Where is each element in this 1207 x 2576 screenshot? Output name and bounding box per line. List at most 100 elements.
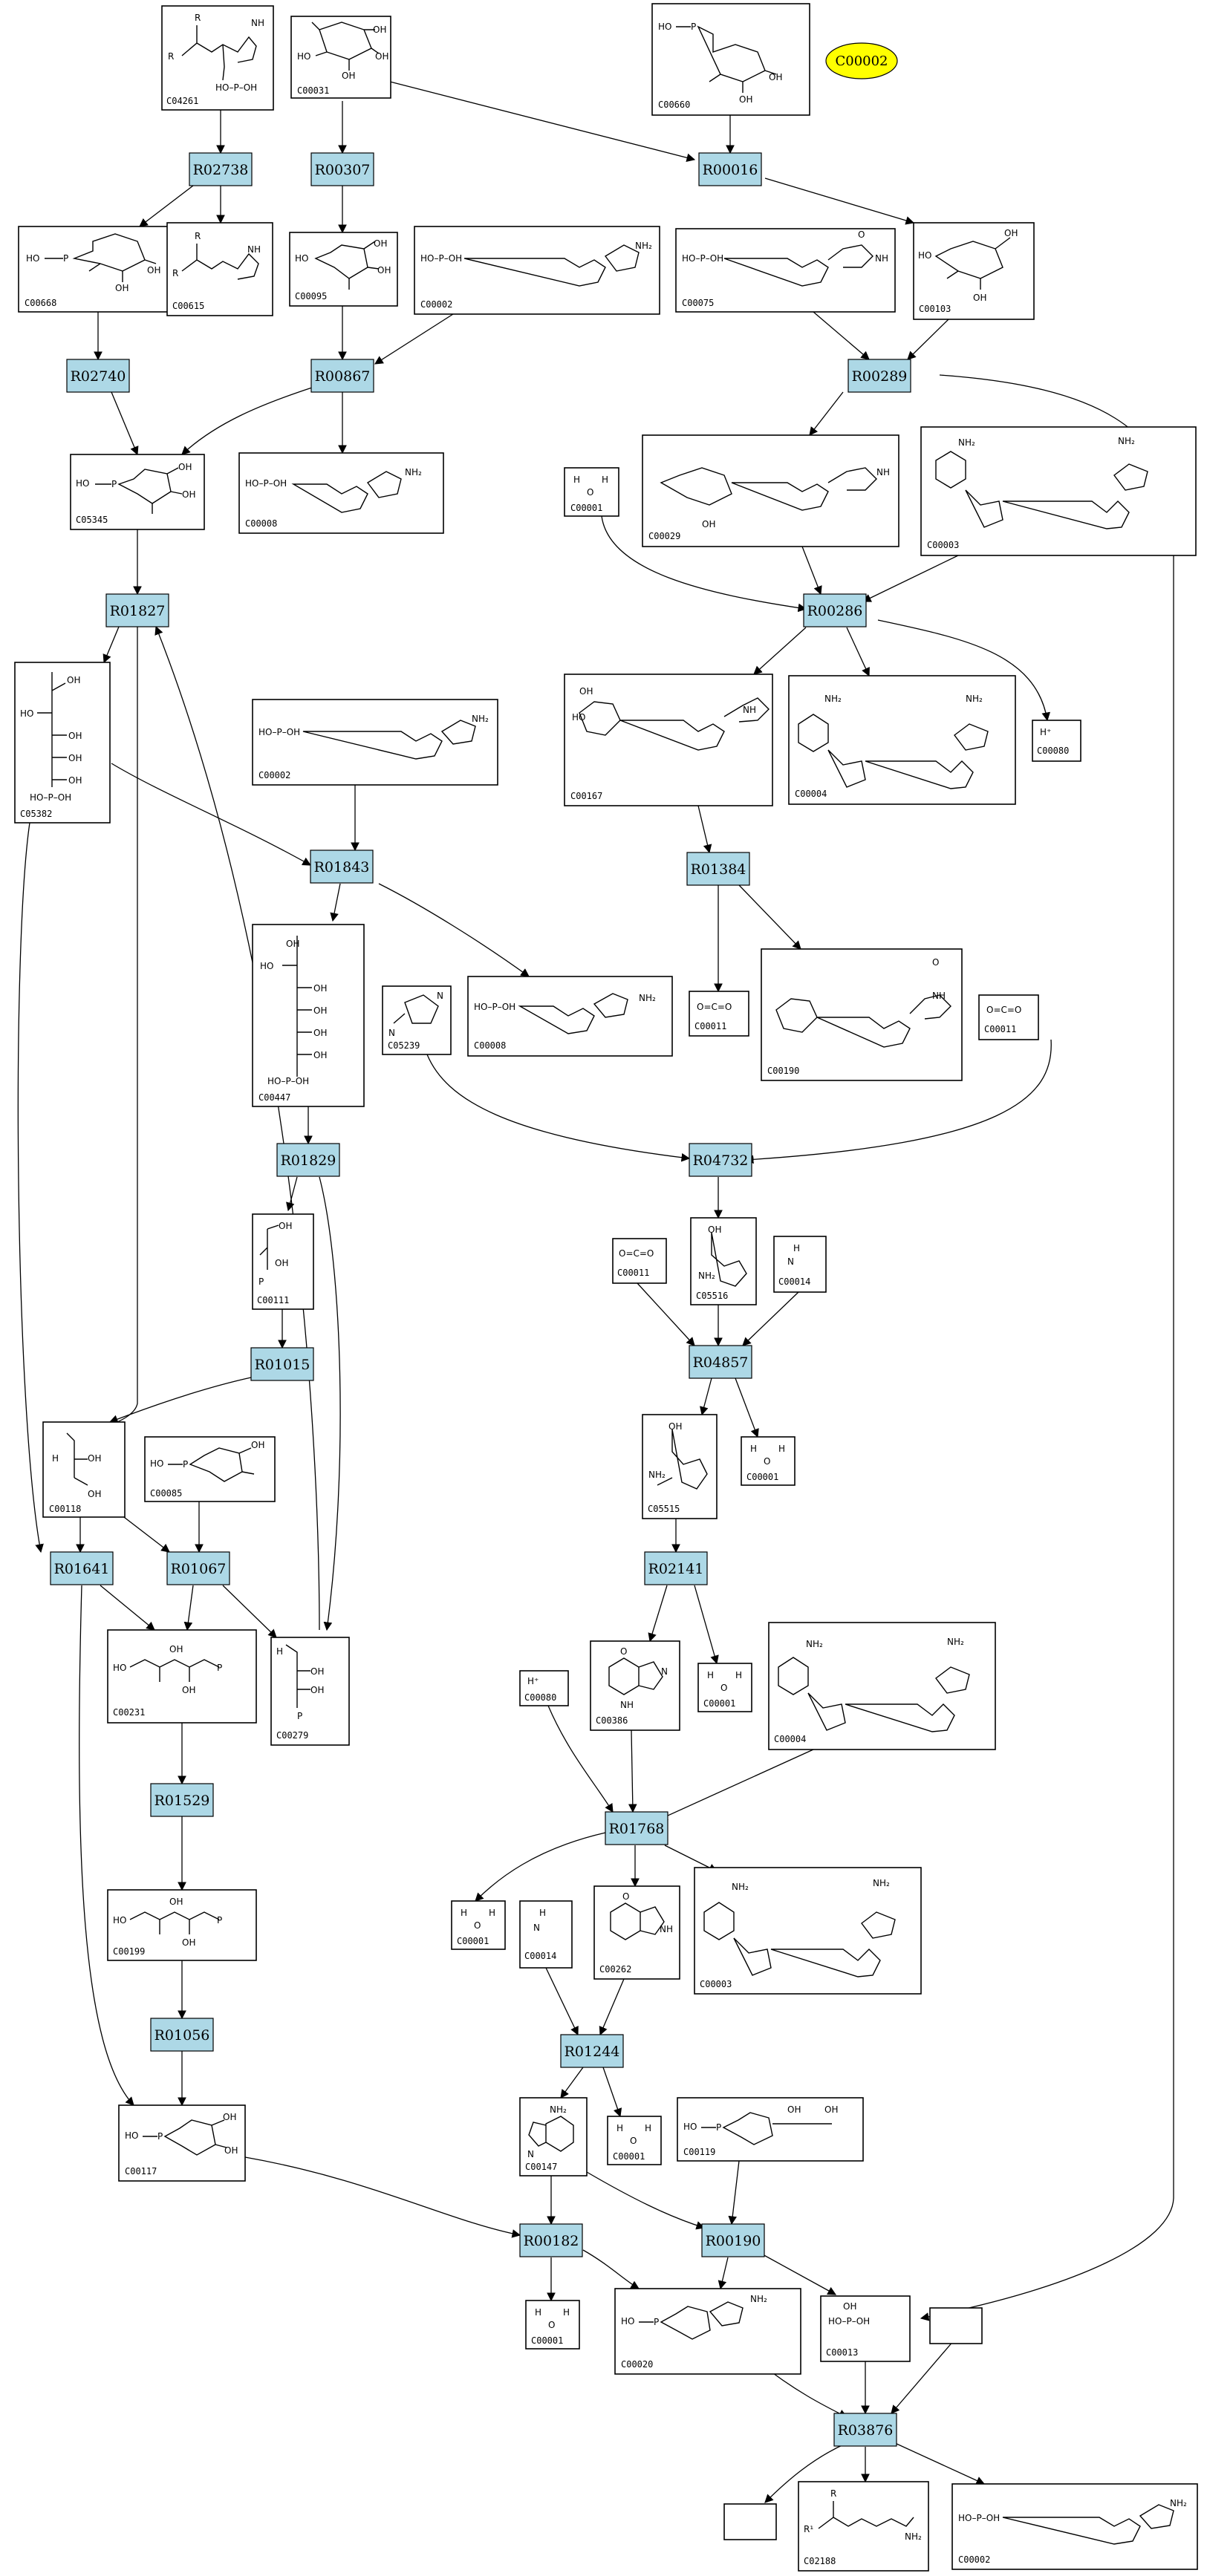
compound-c00001-b[interactable]: H O H C00001 — [741, 1436, 796, 1486]
compound-c00095[interactable]: HO OH OH C00095 — [289, 232, 398, 307]
compound-c00002-bottom[interactable]: HO–P–OH NH₂ C00002 — [951, 2483, 1198, 2570]
compound-c00075[interactable]: HO–P–OH O NH C00075 — [675, 228, 896, 313]
compound-c00013[interactable]: HO–P–OH OH C00013 — [820, 2295, 911, 2362]
reaction-r00867[interactable]: R00867 — [310, 359, 374, 393]
compound-c00014[interactable]: H N C00014 — [773, 1236, 827, 1293]
chem-h: H — [750, 1444, 757, 1454]
reaction-r01244[interactable]: R01244 — [560, 2034, 624, 2068]
empty-compound-box-output[interactable] — [723, 2503, 777, 2540]
chem-oh: OH — [68, 753, 82, 763]
c00002-ellipse[interactable]: C00002 — [825, 42, 898, 79]
reaction-r01384[interactable]: R01384 — [686, 852, 750, 886]
compound-c00668[interactable]: HO P OH OH C00668 — [18, 226, 179, 313]
reaction-r00190[interactable]: R00190 — [701, 2223, 765, 2257]
compound-c04261[interactable]: R R NH HO–P–OH C04261 — [161, 5, 274, 111]
compound-c00008[interactable]: HO–P–OH NH₂ C00008 — [238, 452, 444, 534]
chem-ho: HO — [113, 1915, 126, 1926]
reaction-r01056[interactable]: R01056 — [150, 2018, 214, 2052]
compound-c00008-mid[interactable]: HO–P–OH NH₂ C00008 — [467, 976, 673, 1057]
compound-c00167[interactable]: OH NH HO C00167 — [564, 674, 773, 806]
reaction-r04857[interactable]: R04857 — [689, 1345, 752, 1379]
compound-c00190[interactable]: O NH C00190 — [761, 948, 963, 1081]
reaction-r01067[interactable]: R01067 — [166, 1551, 230, 1585]
chem-oh: OH — [739, 94, 752, 105]
compound-c00231[interactable]: HO OH OH P C00231 — [107, 1629, 257, 1724]
compound-c00660[interactable]: HO P OH OH C00660 — [651, 3, 810, 116]
compound-c00001-f[interactable]: H O H C00001 — [525, 2300, 580, 2350]
reaction-r00016[interactable]: R00016 — [698, 152, 762, 186]
chem-ho: HO — [125, 2130, 138, 2141]
compound-c00085[interactable]: HO P OH C00085 — [144, 1436, 276, 1502]
compound-c00080[interactable]: H⁺ C00080 — [1032, 720, 1081, 762]
chem-nh2: NH₂ — [1170, 2498, 1187, 2508]
compound-c00117[interactable]: HO P OH OH C00117 — [118, 2104, 246, 2182]
reaction-r00286[interactable]: R00286 — [803, 593, 867, 627]
compound-c00003[interactable]: NH₂ NH₂ C00003 — [920, 426, 1197, 556]
compound-c05516[interactable]: OH NH₂ C05516 — [690, 1217, 757, 1305]
compound-c00262[interactable]: O NH C00262 — [593, 1885, 680, 1980]
chem-nh2: NH₂ — [750, 2294, 767, 2304]
compound-c00011[interactable]: O=C=O C00011 — [689, 991, 749, 1037]
compound-c00080-lower[interactable]: H⁺ C00080 — [519, 1670, 569, 1706]
compound-c00014-lower[interactable]: H N C00014 — [519, 1900, 573, 1969]
compound-label: C00003 — [927, 540, 959, 550]
compound-c00011-right[interactable]: O=C=O C00011 — [978, 994, 1039, 1040]
reaction-r00289[interactable]: R00289 — [847, 359, 911, 393]
compound-c00002-mid[interactable]: HO–P–OH NH₂ C00002 — [252, 699, 498, 786]
reaction-r01827[interactable]: R01827 — [105, 593, 169, 627]
compound-c00002[interactable]: HO–P–OH NH₂ C00002 — [414, 226, 660, 315]
reaction-r00182[interactable]: R00182 — [519, 2223, 583, 2257]
reaction-r03876[interactable]: R03876 — [833, 2413, 897, 2447]
reaction-r01768[interactable]: R01768 — [605, 1811, 668, 1845]
compound-c00199[interactable]: HO OH OH P C00199 — [107, 1889, 257, 1961]
compound-c05515[interactable]: OH NH₂ C05515 — [642, 1414, 718, 1519]
chem-n: N — [787, 1256, 794, 1267]
reaction-r02738[interactable]: R02738 — [189, 152, 253, 186]
compound-c00029[interactable]: NH OH C00029 — [642, 434, 899, 547]
compound-label: C00011 — [984, 1024, 1016, 1034]
edge-c00011-r04732 — [744, 1039, 1052, 1164]
reaction-r01529[interactable]: R01529 — [150, 1783, 214, 1817]
compound-c00001-d[interactable]: H O H C00001 — [451, 1900, 506, 1950]
compound-c05345[interactable]: HO P OH OH C05345 — [70, 454, 205, 530]
reaction-r01641[interactable]: R01641 — [50, 1551, 114, 1585]
compound-c00447[interactable]: OH HO OH OH OH OH HO–P–OH C00447 — [252, 924, 365, 1107]
compound-c00011-lower[interactable]: O=C=O C00011 — [612, 1238, 667, 1284]
compound-c02188[interactable]: R R¹ NH₂ C02188 — [798, 2481, 929, 2572]
chem-phos: HO–P–OH — [474, 1002, 515, 1012]
reaction-label: R00182 — [524, 2233, 579, 2249]
compound-c00020[interactable]: HO P NH₂ C00020 — [614, 2288, 801, 2375]
reaction-r01015[interactable]: R01015 — [250, 1347, 314, 1381]
compound-c00003-lower[interactable]: NH₂ NH₂ C00003 — [694, 1867, 922, 1995]
compound-c00001[interactable]: H O H C00001 — [564, 467, 619, 517]
compound-c00001-c[interactable]: H O H C00001 — [697, 1663, 752, 1712]
compound-c00031[interactable]: OH OH OH HO C00031 — [290, 16, 391, 99]
reaction-r00307[interactable]: R00307 — [310, 152, 374, 186]
compound-c05382[interactable]: OH HO OH OH OH HO–P–OH C05382 — [14, 662, 111, 824]
compound-label: C00190 — [767, 1066, 799, 1076]
chem-oh: OH — [310, 1666, 324, 1677]
empty-compound-box[interactable] — [929, 2307, 983, 2344]
chem-phos: HO–P–OH — [267, 1076, 309, 1086]
compound-c00103[interactable]: HO OH OH C00103 — [913, 222, 1035, 320]
compound-c00615[interactable]: R R NH C00615 — [166, 222, 273, 316]
compound-c00119[interactable]: HO P OH OH C00119 — [677, 2097, 864, 2162]
compound-c00386[interactable]: O N NH C00386 — [590, 1640, 680, 1731]
compound-c00279[interactable]: H OH OH P C00279 — [270, 1637, 350, 1746]
reaction-r01829[interactable]: R01829 — [276, 1143, 340, 1177]
reaction-r01843[interactable]: R01843 — [310, 850, 374, 884]
reaction-r02141[interactable]: R02141 — [644, 1551, 708, 1585]
compound-c00111[interactable]: OH OH P C00111 — [252, 1213, 314, 1310]
compound-c00004[interactable]: NH₂ NH₂ C00004 — [788, 675, 1016, 805]
reaction-r04732[interactable]: R04732 — [689, 1143, 752, 1177]
compound-c05239[interactable]: N N C05239 — [382, 985, 452, 1055]
compound-c00004-lower[interactable]: NH₂ NH₂ C00004 — [768, 1622, 996, 1750]
compound-c00147[interactable]: NH₂ N C00147 — [519, 2097, 588, 2176]
compound-label: C00085 — [150, 1488, 182, 1499]
reaction-r02740[interactable]: R02740 — [66, 359, 130, 393]
edge-c00080-r01768 — [547, 1705, 614, 1813]
chem-nh2: NH₂ — [1118, 436, 1135, 446]
compound-c00118[interactable]: H OH OH C00118 — [42, 1421, 126, 1518]
chem-h: H — [276, 1646, 283, 1657]
compound-c00001-e[interactable]: H O H C00001 — [607, 2116, 662, 2165]
